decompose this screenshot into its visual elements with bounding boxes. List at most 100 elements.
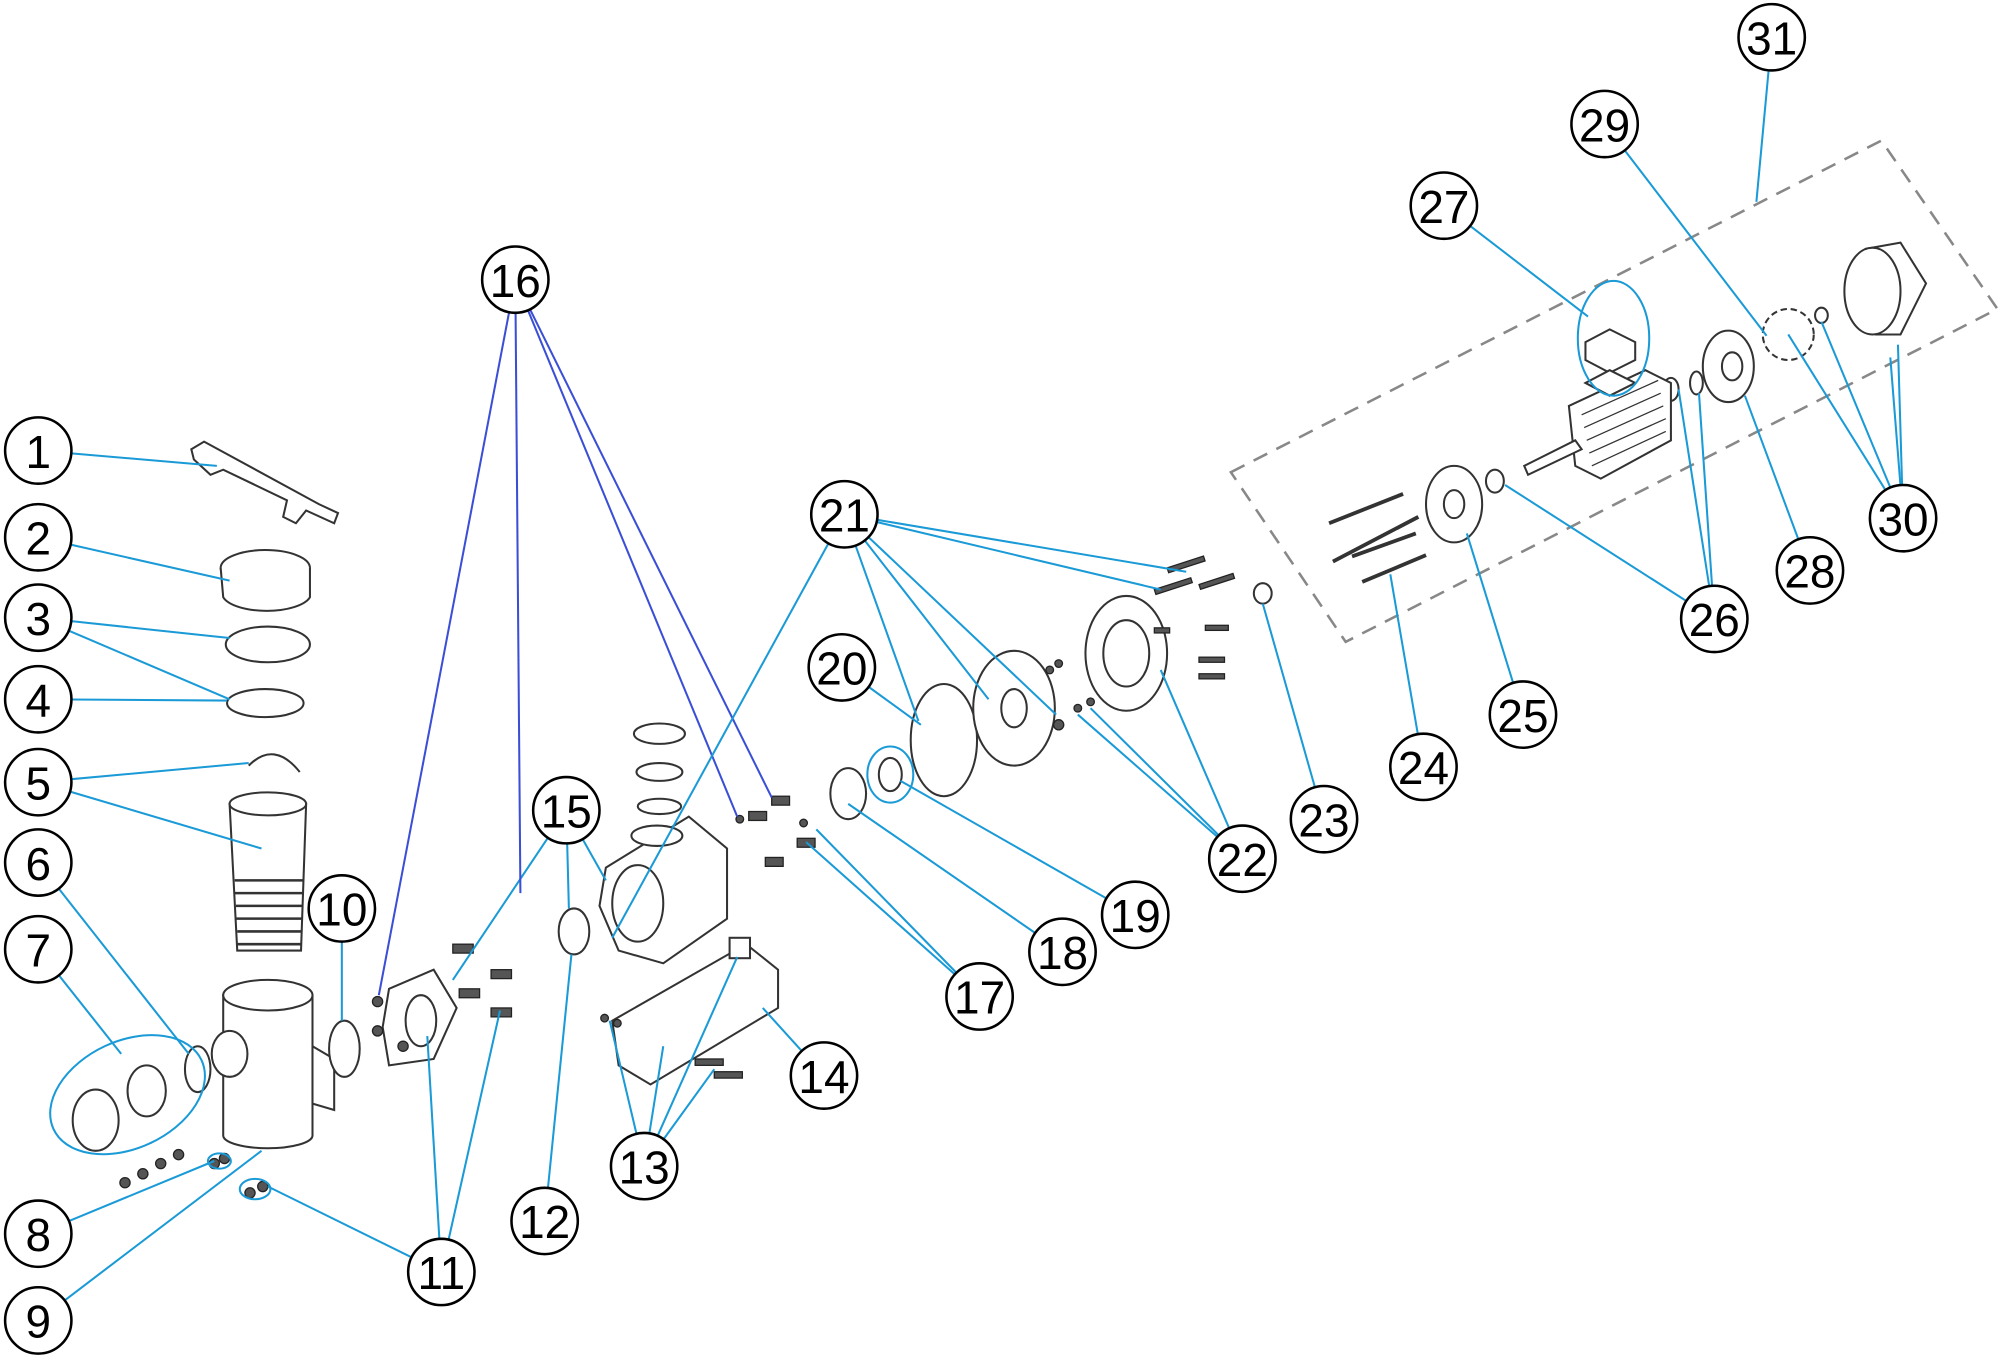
callout-number: 13 (619, 1141, 670, 1193)
part-washer-23 (1252, 582, 1273, 605)
callout-21: 21 (809, 479, 879, 549)
callout-circle (1028, 917, 1097, 987)
callout-number: 22 (1217, 834, 1268, 886)
callout-circle (3, 828, 73, 897)
part-housing-outlet (311, 1044, 336, 1112)
leader-line-15 (451, 837, 549, 981)
callout-number: 17 (954, 972, 1005, 1024)
leader-line-21 (611, 542, 830, 939)
leader-line-11 (447, 1010, 501, 1240)
leader-line-21 (854, 545, 920, 722)
part-pump-body-neck (630, 824, 684, 847)
callout-number: 3 (25, 593, 51, 645)
leader-line-11 (426, 1035, 441, 1239)
part-basket-handle (248, 753, 301, 773)
part-o-ring-12 (557, 907, 591, 956)
leader-line-28 (1743, 395, 1800, 540)
part-motor-stator (1567, 369, 1672, 480)
leader-line-17 (815, 828, 958, 974)
part-o-ring-20 (909, 682, 979, 798)
callout-14: 14 (789, 1041, 859, 1110)
leader-line-22 (1077, 713, 1219, 838)
callout-4: 4 (3, 664, 73, 734)
leader-line-21 (876, 521, 1161, 591)
callout-19: 19 (1100, 880, 1170, 950)
leader-line-12 (546, 954, 573, 1189)
callout-circle (1488, 680, 1558, 750)
part-basket-top (228, 791, 308, 817)
callout-circle (1570, 89, 1640, 159)
part-tie-rods (1328, 492, 1427, 584)
callout-number: 18 (1037, 927, 1088, 979)
callout-number: 30 (1878, 493, 1929, 545)
part-discharge-nut (632, 722, 686, 745)
leader-line-13 (662, 1068, 716, 1140)
part-impeller (829, 767, 868, 821)
callout-number: 2 (25, 513, 51, 565)
group-highlight-ellipse (49, 1034, 206, 1156)
leader-lines (49, 70, 1904, 1302)
leader-line-26 (1677, 389, 1711, 587)
callout-circle (3, 583, 73, 653)
leader-line-16 (529, 308, 773, 798)
leader-line-24 (1389, 574, 1419, 735)
callout-number: 26 (1689, 594, 1740, 646)
callout-number: 6 (25, 838, 51, 890)
callout-9: 9 (3, 1286, 73, 1355)
callout-number: 19 (1110, 890, 1161, 942)
callout-circle (307, 874, 377, 943)
parts-drawing (71, 241, 1928, 1199)
part-housing-inlet (210, 1029, 249, 1078)
callout-26: 26 (1679, 584, 1749, 654)
leader-line-6 (57, 887, 190, 1055)
leader-line-5 (69, 790, 262, 850)
leader-line-7 (58, 974, 122, 1055)
callout-circle (3, 502, 73, 572)
part-bolts-21-22 (1045, 555, 1236, 731)
part-discharge-tail (635, 762, 684, 782)
part-lock-ring-side (219, 567, 311, 612)
callout-number: 29 (1579, 99, 1630, 151)
part-basket (228, 802, 308, 952)
group-highlight-ellipse (1576, 279, 1651, 397)
motor-fins (1581, 379, 1667, 467)
leader-line-30 (1896, 344, 1904, 486)
leader-line-26 (1697, 393, 1714, 586)
part-housing-top (222, 978, 314, 1012)
leader-line-23 (1261, 603, 1316, 788)
callout-28: 28 (1775, 536, 1845, 605)
callout-29: 29 (1570, 89, 1640, 159)
part-motor-adapter-inner (1102, 619, 1151, 688)
part-front-bracket-hub (1442, 489, 1466, 520)
callout-circle (1389, 732, 1458, 802)
part-union-nut (71, 1088, 120, 1152)
callout-number: 25 (1497, 690, 1548, 742)
leader-line-5 (71, 762, 249, 781)
callout-circle (809, 479, 879, 549)
part-cover (224, 625, 311, 664)
callout-circle (1207, 824, 1277, 894)
callout-6: 6 (3, 828, 73, 897)
callout-number: 7 (25, 925, 51, 977)
callout-number: 16 (490, 255, 541, 307)
callout-circle (531, 775, 601, 845)
leader-line-21 (863, 539, 990, 700)
leader-line-13 (648, 1046, 665, 1134)
motor-assembly-group-box (1229, 138, 2000, 644)
part-wave-washer (1689, 370, 1704, 396)
leader-line-30 (1889, 357, 1902, 486)
leader-line-3 (68, 629, 230, 701)
leader-line-13 (656, 956, 739, 1137)
callout-number: 23 (1298, 794, 1349, 846)
callout-20: 20 (807, 632, 877, 702)
callout-27: 27 (1409, 171, 1479, 241)
leader-line-29 (1623, 149, 1768, 337)
leader-line-4 (71, 698, 228, 702)
leader-line-18 (847, 803, 1036, 934)
leader-line-17 (805, 841, 956, 976)
part-gasket-10 (328, 1019, 361, 1078)
callout-circle (3, 1199, 73, 1269)
leader-line-15 (566, 843, 570, 909)
part-base-block (728, 936, 752, 960)
part-discharge-ring (636, 797, 683, 816)
